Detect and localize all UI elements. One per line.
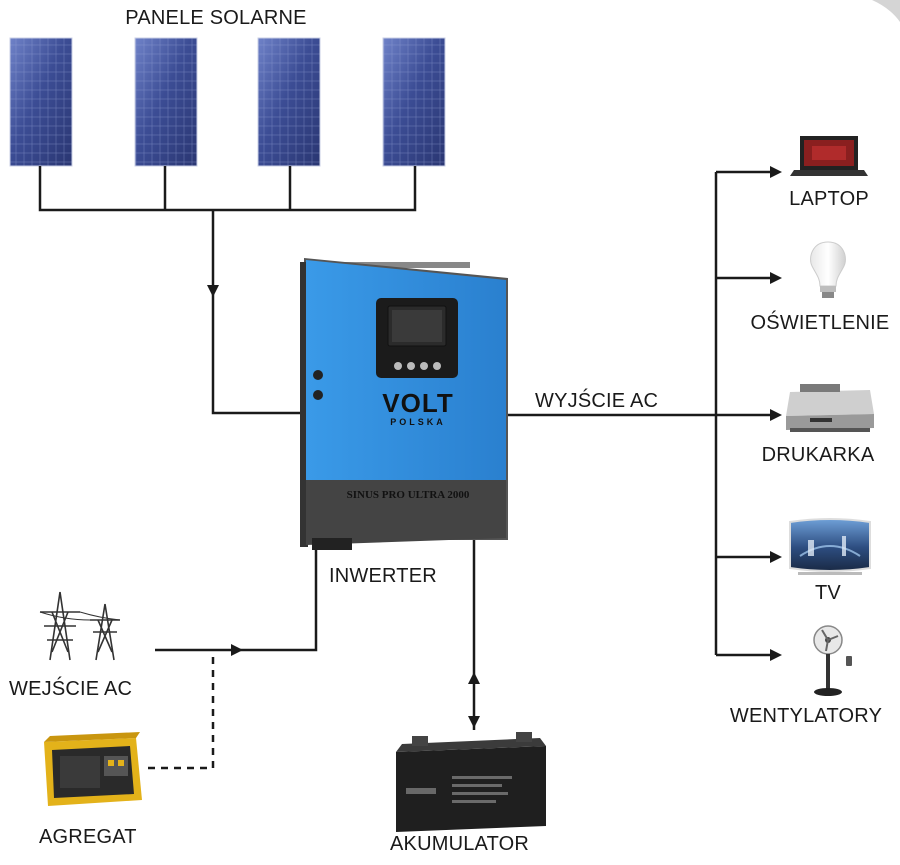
generator-icon bbox=[44, 732, 142, 806]
panels-label: PANELE SOLARNE bbox=[125, 7, 307, 29]
inverter-model: SINUS PRO ULTRA 2000 bbox=[347, 489, 470, 501]
wiring bbox=[38, 166, 770, 770]
ac-output-label: WYJŚCIE AC bbox=[535, 390, 659, 412]
arrow-up-icon bbox=[468, 672, 480, 684]
inverter-label: INWERTER bbox=[329, 565, 437, 587]
solar-panel bbox=[257, 37, 321, 167]
fan-icon bbox=[813, 625, 852, 696]
light-bulb-icon bbox=[810, 241, 846, 298]
load-label-laptop: LAPTOP bbox=[789, 188, 869, 210]
generator-label: AGREGAT bbox=[39, 826, 137, 848]
arrow-right-icon bbox=[770, 272, 782, 284]
generator-wire bbox=[148, 650, 215, 770]
load-label-fans: WENTYLATORY bbox=[729, 705, 883, 727]
inverter-brand: VOLT bbox=[382, 388, 453, 418]
arrow-right-icon bbox=[770, 409, 782, 421]
arrow-down-icon bbox=[468, 716, 480, 728]
solar-panel bbox=[9, 37, 73, 167]
solar-panels bbox=[9, 37, 446, 167]
ac-input-wire bbox=[155, 545, 318, 652]
arrow-right-icon bbox=[770, 649, 782, 661]
arrowheads bbox=[207, 166, 782, 728]
arrow-right-icon bbox=[770, 551, 782, 563]
battery-label: AKUMULATOR bbox=[390, 833, 530, 855]
arrow-right-icon bbox=[231, 644, 243, 656]
printer-icon bbox=[786, 384, 874, 432]
power-towers-icon bbox=[39, 591, 121, 661]
load-label-printer: DRUKARKA bbox=[761, 444, 875, 466]
inverter-device: VOLT POLSKA SINUS PRO ULTRA 2000 bbox=[300, 258, 508, 550]
solar-panel bbox=[382, 37, 446, 167]
tv-icon bbox=[789, 518, 871, 575]
corner-decoration bbox=[872, 0, 900, 22]
panel-wire bbox=[38, 166, 417, 212]
arrow-right-icon bbox=[770, 166, 782, 178]
inverter-brand-sub: POLSKA bbox=[390, 417, 446, 427]
arrow-down-icon bbox=[207, 285, 219, 297]
battery-icon bbox=[396, 732, 546, 832]
pv-to-inverter-wire bbox=[211, 210, 305, 415]
load-label-tv: TV bbox=[815, 582, 841, 604]
laptop-icon bbox=[790, 136, 868, 176]
ac-input-label: WEJŚCIE AC bbox=[9, 678, 133, 700]
load-label-lighting: OŚWIETLENIE bbox=[750, 312, 890, 334]
solar-panel bbox=[134, 37, 198, 167]
